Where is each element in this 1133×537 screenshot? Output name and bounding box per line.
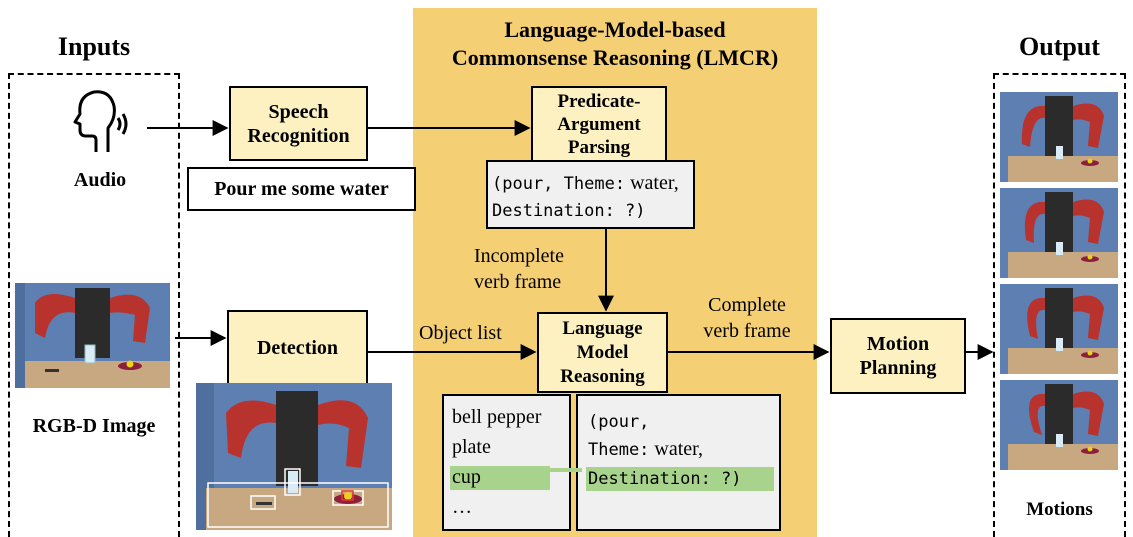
object-item-plate: plate bbox=[452, 436, 491, 458]
complete-dest-highlight bbox=[586, 467, 774, 491]
complete-open: (pour, bbox=[588, 412, 650, 432]
language-model-box: Language Model Reasoning bbox=[537, 312, 668, 393]
object-item-cup: cup bbox=[450, 462, 569, 492]
motion-frame-2 bbox=[1000, 188, 1118, 278]
inputs-title: Inputs bbox=[57, 32, 131, 61]
motion-frame-4 bbox=[1000, 380, 1118, 470]
incomplete-theme-val: water, bbox=[625, 172, 679, 194]
complete-dest-line: Destination: ?) bbox=[586, 465, 779, 494]
output-frame bbox=[993, 73, 1126, 537]
complete-label-2: verb frame bbox=[703, 320, 791, 342]
lmcr-title: Language-Model-based Commonsense Reasoni… bbox=[413, 16, 817, 72]
head-speaking-icon bbox=[66, 86, 136, 161]
parsing-label-3: Parsing bbox=[567, 136, 631, 158]
incomplete-verb-frame-label: Incomplete verb frame bbox=[474, 243, 614, 295]
motion-label-1: Motion bbox=[866, 333, 930, 355]
detection-box: Detection bbox=[227, 310, 368, 385]
complete-theme-key: Theme: bbox=[588, 440, 650, 460]
incomplete-label-1: Incomplete bbox=[474, 245, 564, 267]
complete-verb-frame-label: Complete verb frame bbox=[682, 292, 812, 344]
incomplete-frame-box: (pour, Theme: water, Destination: ?) bbox=[486, 160, 695, 229]
object-item-cup-label: cup bbox=[452, 466, 481, 488]
lm-label-1: Language bbox=[562, 317, 643, 339]
incomplete-label-2: verb frame bbox=[474, 271, 562, 293]
inputs-frame bbox=[8, 73, 180, 537]
incomplete-open: (pour, bbox=[492, 174, 564, 194]
incomplete-theme-key: Theme: bbox=[563, 174, 626, 194]
transcript-box: Pour me some water bbox=[187, 167, 416, 211]
detection-output-image bbox=[196, 383, 392, 530]
object-item-bell-pepper: bell pepper bbox=[452, 406, 542, 428]
rgbd-label: RGB-D Image bbox=[32, 415, 156, 437]
complete-label-1: Complete bbox=[708, 294, 786, 316]
speech-recognition-box: Speech Recognition bbox=[229, 86, 368, 161]
object-item-cup-highlight bbox=[450, 466, 550, 490]
incomplete-frame-line1: (pour, Theme: water, bbox=[492, 170, 689, 198]
parsing-label-1: Predicate- bbox=[557, 90, 641, 112]
complete-dest: Destination: ?) bbox=[588, 469, 742, 489]
object-list-box: bell pepper plate cup … bbox=[442, 394, 571, 531]
motions-label: Motions bbox=[1026, 499, 1093, 520]
lm-label-2: Model bbox=[576, 341, 629, 363]
incomplete-dest: Destination: ?) bbox=[492, 201, 646, 221]
speech-label-1: Speech bbox=[268, 100, 329, 123]
motion-frame-3 bbox=[1000, 284, 1118, 374]
rgbd-input-image bbox=[15, 283, 170, 388]
parsing-box: Predicate- Argument Parsing bbox=[531, 86, 667, 162]
output-title: Output bbox=[1019, 32, 1100, 61]
object-list-label: Object list bbox=[419, 322, 502, 344]
complete-theme-line: Theme: water, bbox=[588, 436, 779, 465]
speech-label-2: Recognition bbox=[247, 124, 350, 147]
audio-label: Audio bbox=[73, 169, 127, 191]
lmcr-title-line2: Commonsense Reasoning (LMCR) bbox=[451, 45, 779, 70]
motion-label-2: Planning bbox=[859, 357, 937, 379]
detection-label: Detection bbox=[256, 336, 339, 359]
object-item-ellipsis: … bbox=[452, 496, 472, 518]
lm-label-3: Reasoning bbox=[560, 365, 645, 387]
parsing-label-2: Argument bbox=[557, 113, 641, 135]
lmcr-title-line1: Language-Model-based bbox=[504, 17, 726, 42]
complete-theme-val: water, bbox=[649, 438, 704, 460]
motion-frame-1 bbox=[1000, 92, 1118, 182]
motion-planning-box: Motion Planning bbox=[830, 318, 966, 394]
complete-frame-box: (pour, Theme: water, Destination: ?) bbox=[576, 394, 781, 531]
